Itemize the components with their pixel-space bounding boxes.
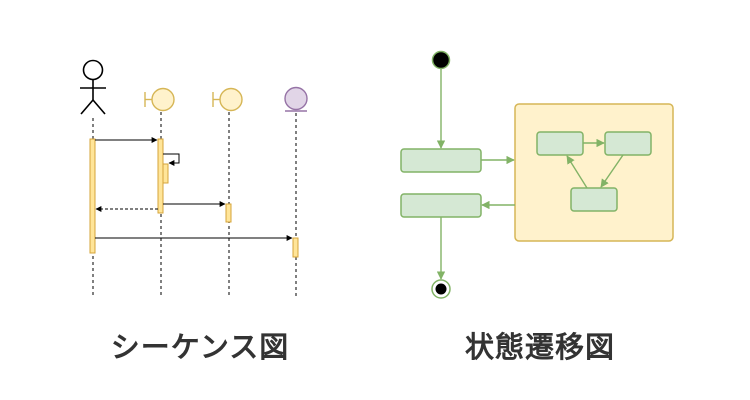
- entity-icon: [284, 86, 308, 112]
- boundary-icon: [212, 87, 243, 112]
- activation-bar: [162, 163, 169, 184]
- activation-bar: [292, 237, 299, 258]
- state-diagram: [400, 50, 674, 299]
- substate-box: [536, 131, 584, 156]
- initial-node: [431, 50, 451, 70]
- sequence-diagram-caption: シーケンス図: [110, 330, 290, 364]
- substate-box: [570, 187, 618, 212]
- sequence-diagram: [80, 59, 308, 298]
- activation-bar: [89, 138, 96, 254]
- transition-arrow: [600, 154, 624, 188]
- state-diagram-caption: 状態遷移図: [464, 330, 615, 364]
- self-call-arrow: [163, 153, 180, 166]
- final-node: [431, 279, 451, 299]
- transition-arrow: [566, 155, 588, 189]
- state-box: [400, 148, 482, 173]
- activation-bar: [157, 138, 164, 214]
- substate-box: [604, 131, 652, 156]
- boundary-icon: [144, 87, 175, 112]
- composite-state: [514, 103, 674, 242]
- state-box: [400, 193, 482, 218]
- activation-bar: [225, 203, 232, 223]
- actor-icon: [80, 59, 106, 115]
